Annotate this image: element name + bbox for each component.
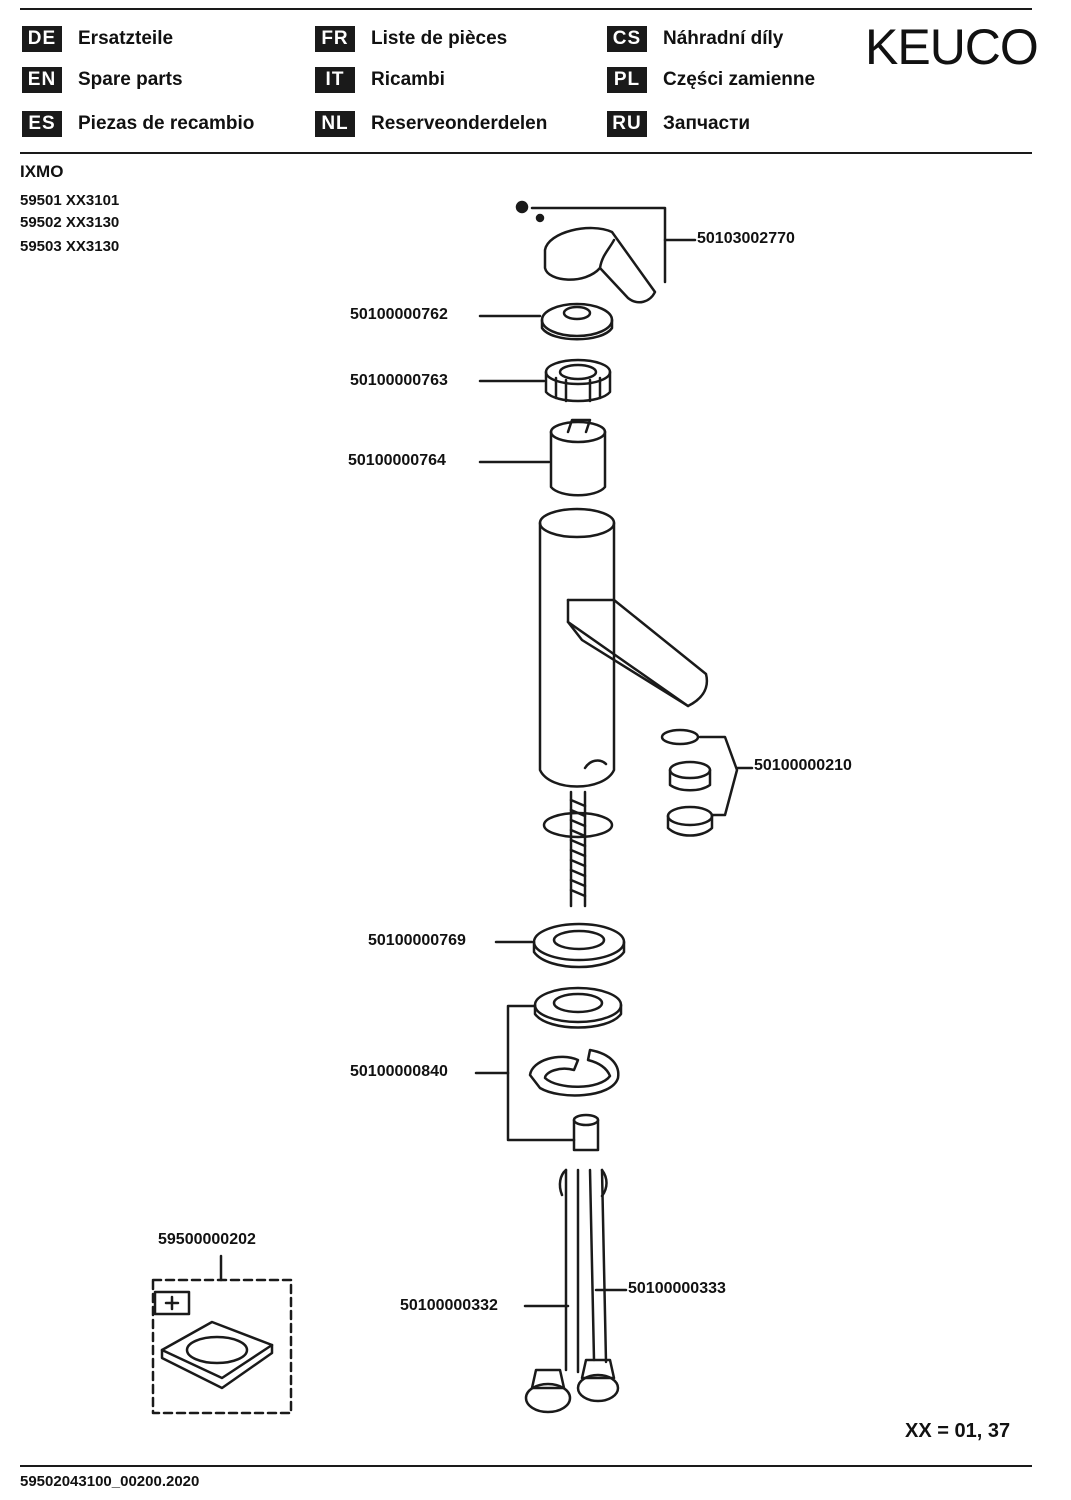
model-number: 59502 XX3130: [20, 214, 120, 231]
part-number-fixing-set: 50100000840: [350, 1063, 448, 1080]
lang-code: EN: [22, 67, 62, 93]
lang-cs: CS Náhradní díly: [607, 25, 783, 53]
cap-drawing: [540, 302, 614, 341]
document-id: 59502043100_00200.2020: [20, 1473, 200, 1490]
lang-label: Spare parts: [78, 69, 183, 90]
lang-en: EN Spare parts: [22, 66, 183, 94]
base-gasket-drawing: [532, 922, 626, 969]
lang-code: DE: [22, 26, 62, 52]
model-number: 59503 XX3130: [20, 238, 120, 255]
lang-code: IT: [315, 67, 355, 93]
lang-label: Запчасти: [663, 113, 751, 134]
nut-drawing: [544, 358, 612, 403]
part-number-cap: 50100000762: [350, 306, 448, 323]
part-number-handle: 50103002770: [697, 230, 795, 247]
product-series: IXMO: [20, 162, 64, 181]
cartridge-drawing: [549, 418, 607, 497]
part-number-aerator: 50100000210: [754, 757, 852, 774]
lang-ru: RU Запчасти: [607, 110, 750, 138]
lang-code: RU: [607, 111, 647, 137]
footer-rule: [20, 1465, 1032, 1467]
model-number: 59501 XX3101: [20, 192, 120, 209]
lang-de: DE Ersatzteile: [22, 25, 173, 53]
lang-label: Części zamienne: [663, 69, 816, 90]
lang-pl: PL Części zamienne: [607, 66, 815, 94]
aerator-drawing: [660, 728, 714, 837]
horseshoe-clip-drawing: [528, 1048, 620, 1097]
page-reference: XX = 01, 37: [905, 1420, 1011, 1442]
handle-drawing: [515, 200, 657, 304]
lang-label: Reserveonderdelen: [371, 113, 548, 134]
small-nut-drawing: [572, 1113, 600, 1152]
lang-label: Piezas de recambio: [78, 113, 255, 134]
lang-label: Náhradní díly: [663, 28, 784, 49]
lang-fr: FR Liste de pièces: [315, 25, 507, 53]
lang-code: ES: [22, 111, 62, 137]
part-number-hose-right: 50100000333: [628, 1280, 726, 1297]
lang-code: FR: [315, 26, 355, 52]
top-rule: [20, 8, 1032, 10]
header-rule: [20, 152, 1032, 154]
part-number-hose-left: 50100000332: [400, 1297, 498, 1314]
lang-label: Liste de pièces: [371, 28, 508, 49]
lang-nl: NL Reserveonderdelen: [315, 110, 547, 138]
keuco-logo: KEUCO: [865, 19, 1039, 75]
fixing-ring-drawing: [533, 986, 623, 1029]
lang-it: IT Ricambi: [315, 66, 445, 94]
lang-code: CS: [607, 26, 647, 52]
seal-plate-drawing: [151, 1278, 293, 1415]
part-number-nut: 50100000763: [350, 372, 448, 389]
lang-es: ES Piezas de recambio: [22, 110, 254, 138]
lang-label: Ersatzteile: [78, 28, 174, 49]
threaded-rod-drawing: [569, 790, 587, 908]
faucet-body-drawing: [538, 507, 709, 788]
part-number-seal-plate: 59500000202: [158, 1231, 256, 1248]
part-number-base-gasket: 50100000769: [368, 932, 466, 949]
lang-code: NL: [315, 111, 355, 137]
lang-code: PL: [607, 67, 647, 93]
part-number-cartridge: 50100000764: [348, 452, 446, 469]
hoses-drawing: [524, 1168, 620, 1414]
lang-label: Ricambi: [371, 69, 445, 90]
